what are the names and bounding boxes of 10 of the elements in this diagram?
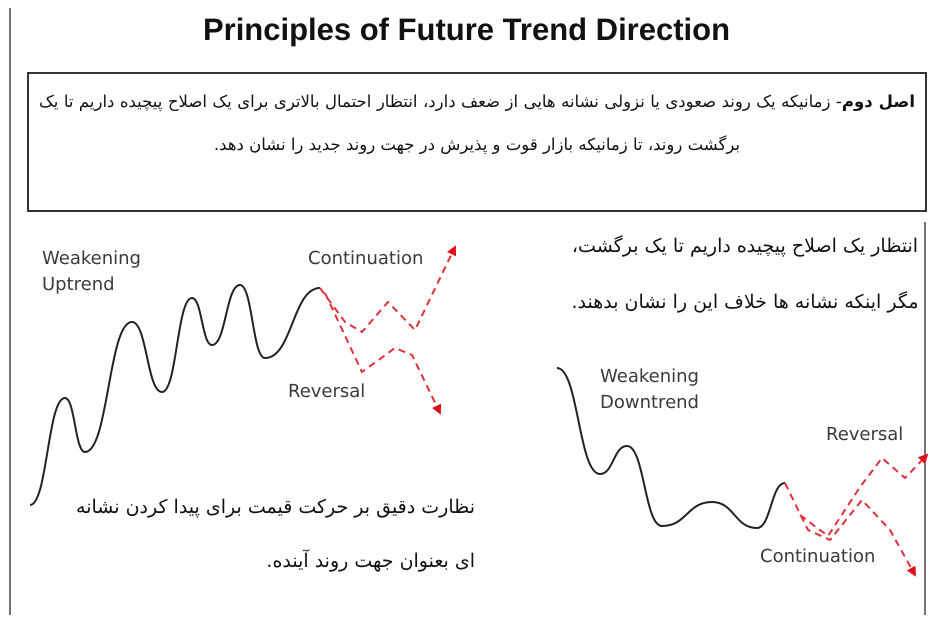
note-text: نظارت دقیق بر حرکت قیمت برای پیدا کردن نشانه ای بعنوان جهت روند آینده. — [75, 495, 475, 574]
title: Principles of Future Trend Direction — [202, 12, 732, 48]
chart-label: Reversal — [826, 423, 904, 447]
chart-label: Continuation — [308, 247, 424, 271]
chart-label: Weakening Uptrend — [42, 247, 142, 297]
chart-label: Continuation — [760, 545, 876, 569]
note-text: انتظار یک اصلاح پیچیده داریم تا یک برگشت، مگر اینکه نشانه ها خلاف این را نشان بدهند. — [570, 234, 920, 315]
chart-label: Reversal — [288, 380, 366, 404]
text-box: اصل دوم- زمانیکه یک روند صعودی یا نزولی نشانه هایی از ضعف دارد، انتظار احتمال بالاتری برای یک اصلاح پیچیده داریم تا یک برگشت روند، تا زمانیکه بازار قوت و پذیرش در جهت روند جدید را نشان دهد. — [27, 72, 927, 212]
chart-label: Weakening Downtrend — [600, 365, 700, 415]
